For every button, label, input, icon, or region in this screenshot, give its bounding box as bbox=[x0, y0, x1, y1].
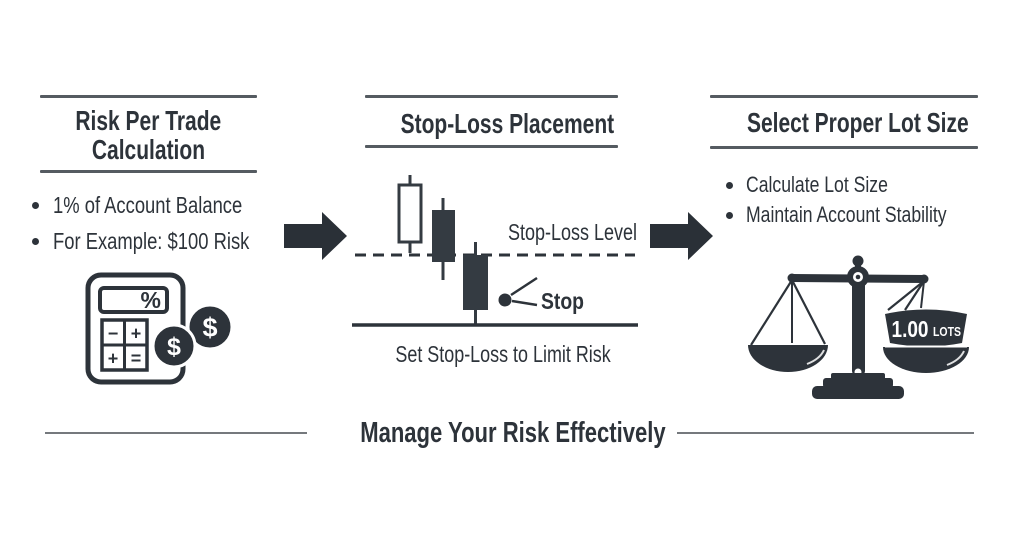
panel-risk-title: Risk Per Trade Calculation bbox=[40, 106, 257, 164]
title-text: Stop-Loss Placement bbox=[400, 108, 615, 139]
base-slab bbox=[812, 386, 904, 399]
panel-risk-title-line1: Risk Per Trade bbox=[40, 106, 257, 135]
right-pan bbox=[883, 347, 969, 373]
bullet-text: Calculate Lot Size bbox=[746, 172, 888, 197]
stop-pointer-line bbox=[511, 299, 538, 307]
calculator-display bbox=[98, 286, 169, 314]
stop-loss-level-label: Stop-Loss Level bbox=[508, 219, 637, 245]
base-step bbox=[823, 378, 893, 388]
candle-body-filled bbox=[432, 210, 455, 262]
title-text: Select Proper Lot Size bbox=[746, 107, 969, 138]
footer-title: Manage Your Risk Effectively bbox=[312, 417, 672, 450]
title-text: Calculation bbox=[91, 134, 206, 165]
lotsize-bullet-list: Calculate Lot Size Maintain Account Stab… bbox=[729, 173, 997, 237]
lot-weight-unit: LOTS bbox=[933, 325, 961, 339]
plus-key: + bbox=[108, 349, 119, 369]
pan-highlight bbox=[806, 349, 825, 365]
title-text: Risk Per Trade bbox=[75, 105, 222, 136]
pillar bbox=[852, 280, 865, 375]
bullet-text: Maintain Account Stability bbox=[746, 202, 947, 227]
panel-risk-title-line2: Calculation bbox=[40, 135, 257, 164]
pan-string bbox=[791, 279, 826, 345]
percent-symbol: % bbox=[141, 287, 161, 313]
pan-string bbox=[887, 280, 925, 311]
minus-key: − bbox=[108, 324, 119, 344]
footer-title-text: Manage Your Risk Effectively bbox=[360, 417, 666, 449]
stop-marker-dot bbox=[498, 293, 512, 307]
divider-line bbox=[40, 170, 257, 173]
arrow-shape bbox=[284, 212, 347, 260]
dollar-symbol: $ bbox=[167, 333, 181, 361]
bullet-item: For Example: $100 Risk bbox=[53, 228, 298, 254]
caption-text: Set Stop-Loss to Limit Risk bbox=[395, 341, 611, 367]
right-arrow-icon bbox=[284, 212, 347, 260]
calculator-with-coins-icon: % − + + = $ $ bbox=[85, 272, 234, 385]
panel-stoploss-title: Stop-Loss Placement bbox=[365, 109, 618, 138]
pan-string bbox=[920, 280, 925, 309]
beam-end-knob bbox=[919, 274, 929, 284]
pan-highlight bbox=[946, 350, 965, 366]
candle-body-filled bbox=[463, 255, 488, 310]
divider-line bbox=[365, 95, 618, 98]
beam-end-knob bbox=[787, 273, 797, 283]
lot-weight-value: 1.00 bbox=[892, 316, 929, 342]
pan-string bbox=[904, 280, 925, 311]
left-pan bbox=[748, 345, 828, 372]
stoploss-caption: Set Stop-Loss to Limit Risk bbox=[365, 341, 636, 368]
pivot-center bbox=[855, 274, 861, 280]
divider-line bbox=[365, 145, 618, 148]
lot-weight bbox=[885, 309, 967, 347]
dollar-coin-icon bbox=[151, 323, 197, 369]
candlestick-chart-illustration: Stop-Loss Level Stop bbox=[352, 175, 638, 327]
candle-body-hollow bbox=[397, 183, 423, 244]
equals-key: = bbox=[131, 349, 142, 369]
divider-line bbox=[710, 146, 978, 149]
right-arrow-icon bbox=[650, 212, 713, 260]
bullet-text: 1% of Account Balance bbox=[53, 192, 243, 218]
arrow-shape bbox=[650, 212, 713, 260]
plus-key: + bbox=[131, 324, 142, 344]
footer-right-line bbox=[677, 432, 974, 434]
bullet-item: 1% of Account Balance bbox=[53, 192, 298, 218]
stop-pointer-line bbox=[510, 276, 538, 297]
finial bbox=[852, 255, 864, 267]
pan-string bbox=[750, 279, 793, 346]
bullet-item: Maintain Account Stability bbox=[746, 203, 997, 227]
dollar-symbol: $ bbox=[202, 313, 217, 343]
panel-lotsize-title: Select Proper Lot Size bbox=[710, 108, 978, 137]
stop-label: Stop bbox=[541, 288, 584, 314]
footer-left-line bbox=[45, 432, 307, 434]
balance-scale-icon: 1.00 LOTS bbox=[748, 255, 969, 399]
divider-line bbox=[710, 95, 978, 98]
bullet-text: For Example: $100 Risk bbox=[53, 228, 250, 254]
dollar-coin-icon bbox=[186, 303, 234, 351]
divider-line bbox=[40, 95, 257, 98]
bullet-item: Calculate Lot Size bbox=[746, 173, 997, 197]
risk-bullet-list: 1% of Account Balance For Example: $100 … bbox=[36, 192, 298, 264]
